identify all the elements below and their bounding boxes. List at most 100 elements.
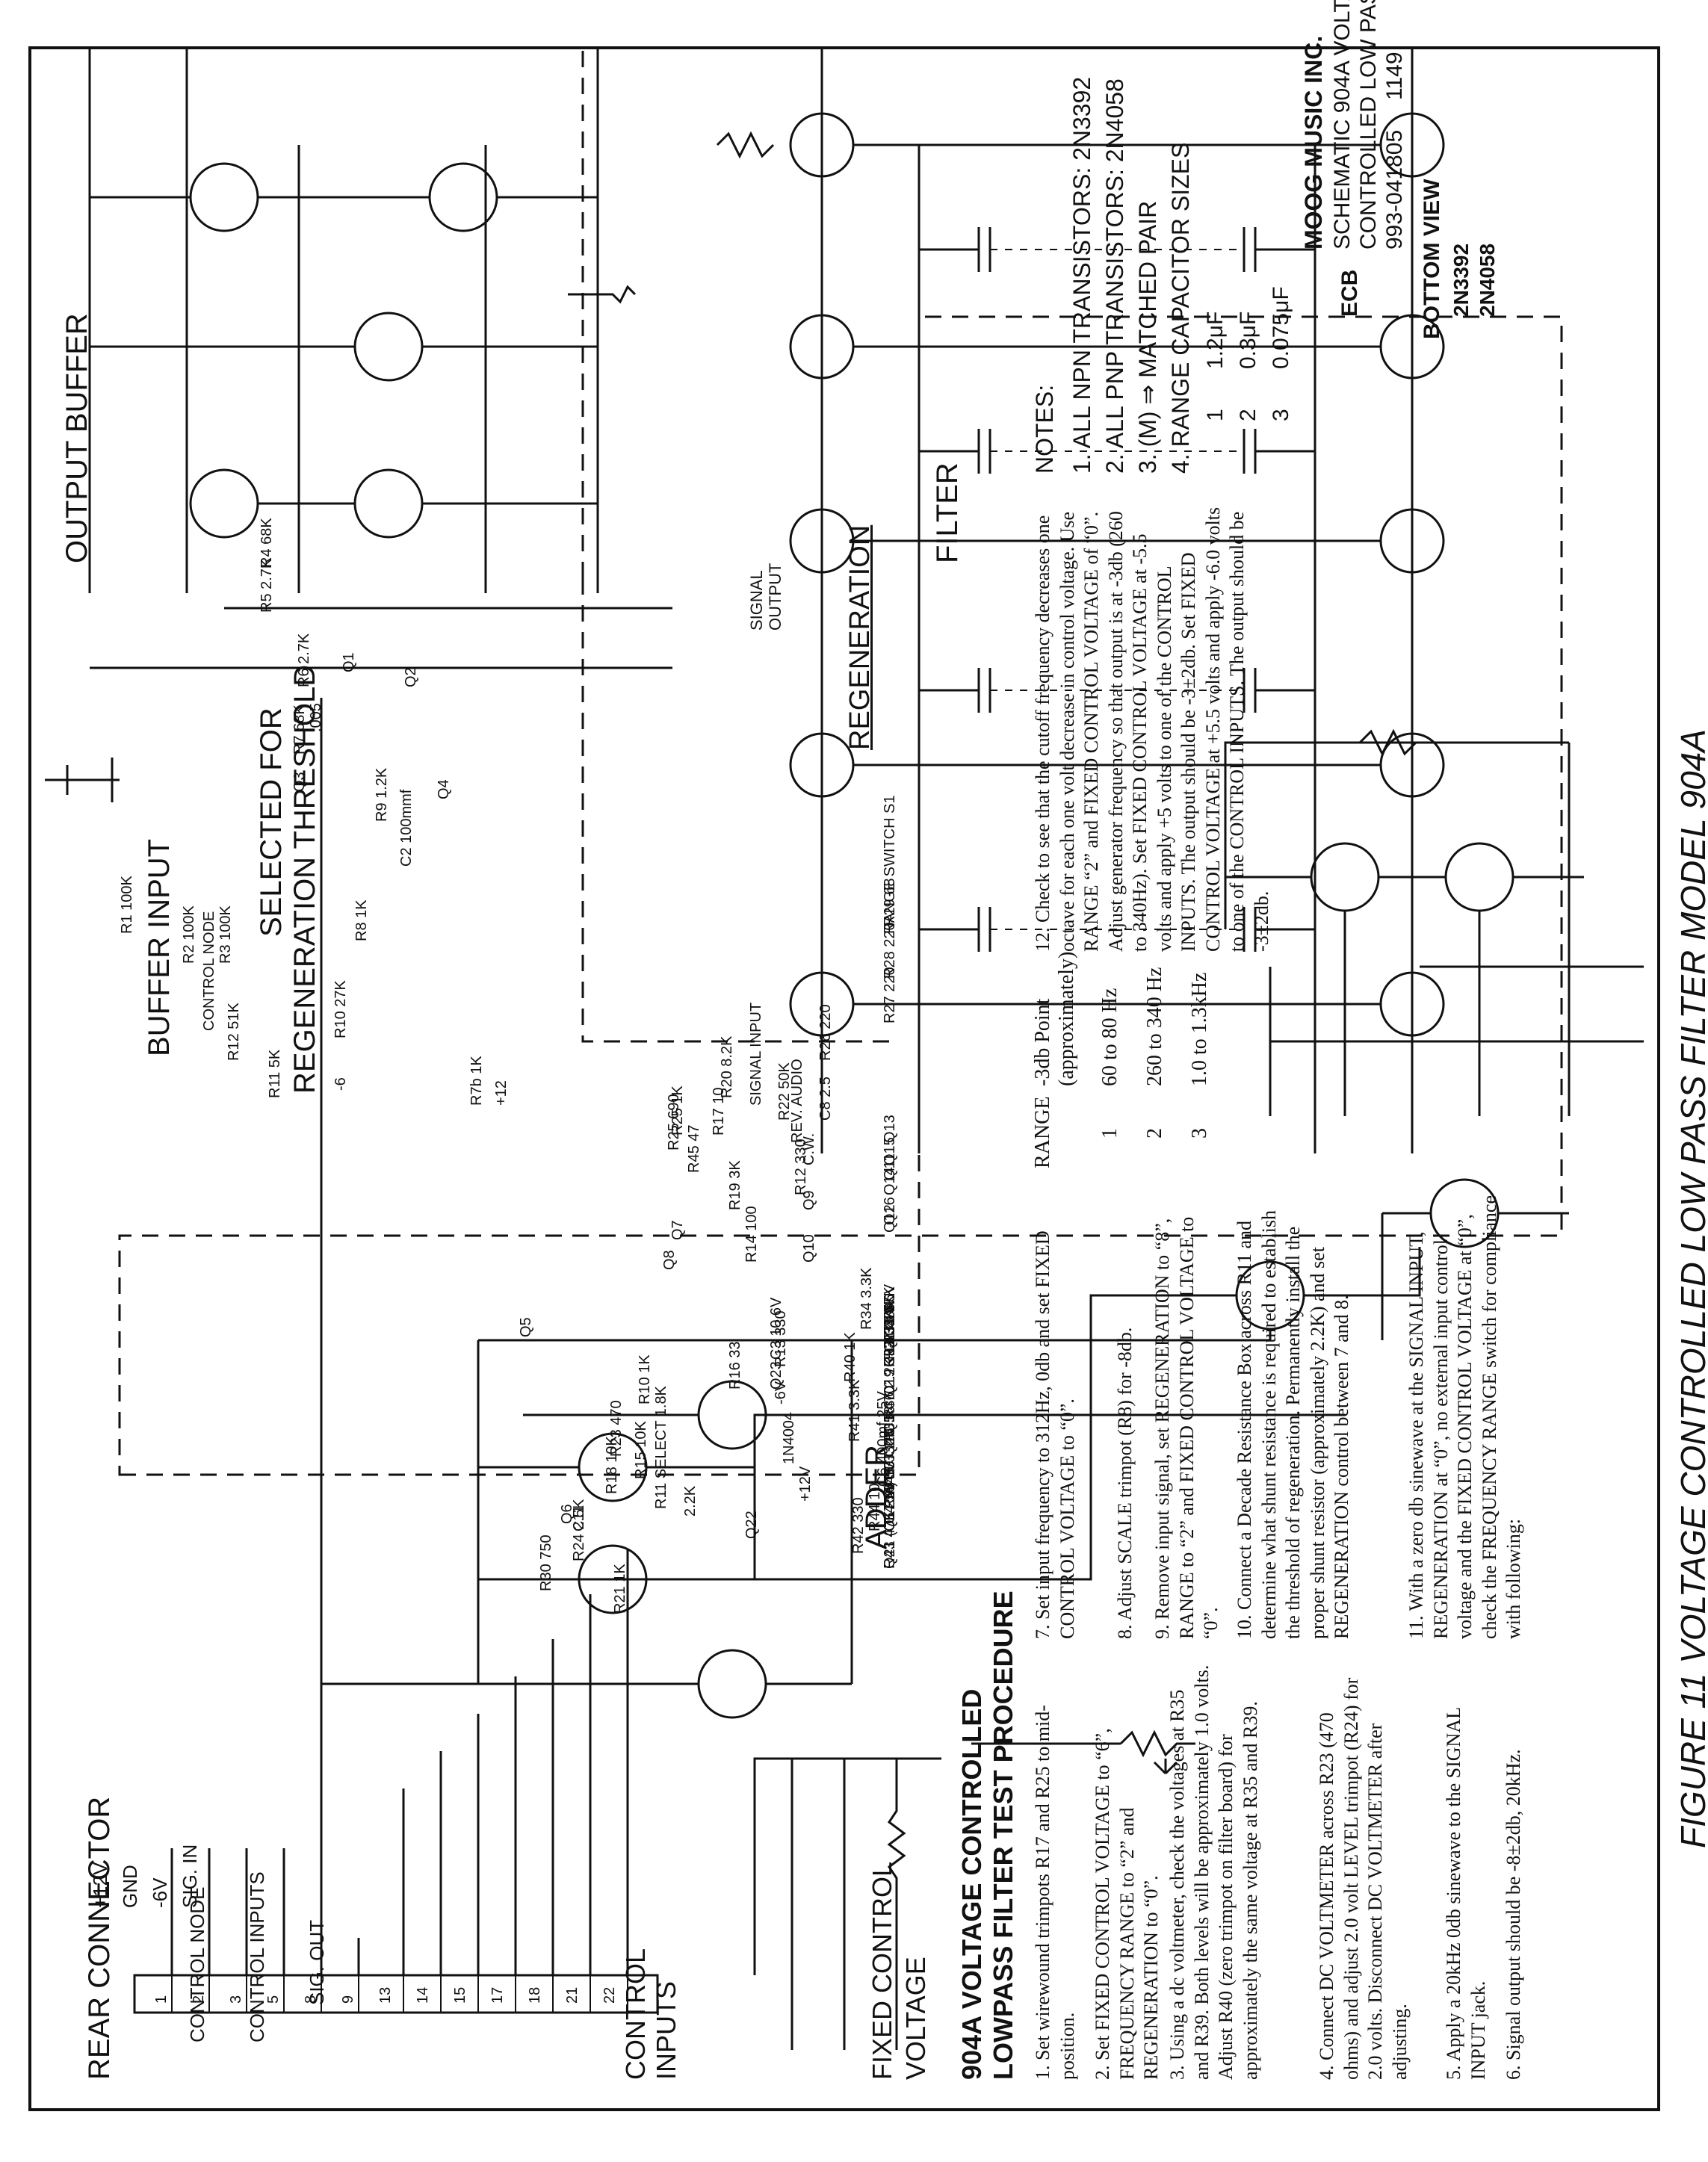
pin-2: 2 — [191, 1995, 207, 2004]
pin-18: 18 — [527, 1986, 543, 2004]
bottom-view-ecb: ECB — [1337, 269, 1362, 317]
pin-13: 13 — [377, 1986, 394, 2004]
range-header: RANGE — [1031, 1096, 1054, 1168]
control-inputs-label: CONTROL INPUTS — [620, 1949, 682, 2080]
component-r7b: R7b 1K — [468, 1056, 485, 1106]
component-q7: Q7 — [669, 1220, 686, 1240]
range-row-1-point: 60 to 80 Hz — [1098, 988, 1121, 1086]
component-q10: Q10 — [801, 1234, 817, 1263]
component-cw: C.W. — [801, 1133, 817, 1165]
component-q20: Q20 — [882, 1428, 898, 1457]
component-r45: R45 47 — [686, 1124, 702, 1174]
rear-connector-block — [133, 1974, 659, 2014]
test-step-8: 8. Adjust SCALE trimpot (R8) for -8db. — [1114, 1327, 1136, 1639]
component-r20: R20 8.2K — [719, 1035, 735, 1098]
component-q4: Q4 — [435, 779, 452, 799]
title-line2: SCHEMATIC 904A VOLTAGE — [1330, 0, 1355, 250]
cap-size-2-n: 2 — [1236, 409, 1260, 421]
cap-size-3-n: 3 — [1269, 409, 1293, 421]
test-step-2: 2. Set FIXED CONTROL VOLTAGE to “6”, FRE… — [1092, 1728, 1162, 2080]
component-q5: Q5 — [517, 1317, 534, 1337]
rear-connector-label-2: -6V — [149, 1877, 171, 1908]
component-q22: Q22 — [743, 1511, 760, 1539]
component-rev-audio: REV. AUDIO — [788, 1059, 805, 1143]
component-minus6v-top: -6V — [772, 1381, 789, 1404]
component-r8: R8 1K — [353, 899, 370, 941]
cap-size-1-n: 1 — [1203, 409, 1228, 421]
component-q16: Q16 — [882, 1197, 898, 1225]
title-company: MOOG MUSIC INC. — [1300, 35, 1327, 250]
component-r41: R41 3.3K — [846, 1379, 863, 1442]
component-c2: C2 100mmf — [398, 789, 415, 867]
component-range-switch: RANGE SWITCH S1 — [882, 795, 898, 934]
component-r5: R5 2.7K — [259, 558, 275, 613]
wiring — [28, 46, 1660, 2111]
notes-title: NOTES: — [1031, 384, 1058, 474]
signal-output-label: SIGNAL OUTPUT — [747, 563, 785, 631]
pin-9: 9 — [340, 1995, 356, 2004]
component-q14: Q14 — [882, 1167, 898, 1195]
rear-connector-label-4: CONTROL NODE — [186, 1886, 208, 2043]
pin-8: 8 — [303, 1995, 319, 2004]
component-cl1: CL-1 — [882, 1334, 898, 1367]
pin-22: 22 — [601, 1986, 618, 2004]
component-in4004: 1N4004 — [780, 1411, 797, 1464]
bottom-view-p2: 2N4058 — [1476, 243, 1499, 317]
cap-size-1-v: 1.2μF — [1203, 311, 1228, 369]
component-r26: R26 220 — [817, 1004, 834, 1061]
note-3: 3. (M) ⇒ MATCHED PAIR — [1134, 200, 1161, 474]
test-step-5: 5. Apply a 20kHz 0db sinewave to the SIG… — [1443, 1707, 1489, 2080]
component-control-node: CONTROL NODE — [201, 911, 217, 1031]
buffer-input-title: BUFFER INPUT — [143, 838, 176, 1056]
component-r40: R40 1K — [842, 1332, 858, 1382]
pin-5: 5 — [265, 1995, 282, 2004]
component-r6: R6 2.7K — [295, 633, 312, 687]
component-r10b: R10 1K — [637, 1354, 653, 1404]
voltage-label: VOLTAGE — [900, 1957, 931, 2080]
rear-connector-label-5: CONTROL INPUTS — [246, 1871, 268, 2042]
title-line3: CONTROLLED LOW PASS FILTER — [1356, 0, 1381, 250]
component-c8: C8 2.5 — [817, 1077, 834, 1121]
title-sheet: 1149 — [1382, 52, 1407, 100]
test-step-10: 10. Connect a Decade Resistance Box acro… — [1234, 1209, 1352, 1639]
range-row-2-range: 2 — [1143, 1128, 1166, 1139]
test-step-4: 4. Connect DC VOLTMETER across R23 (470 … — [1316, 1677, 1411, 2080]
component-r15: R15 10K — [632, 1421, 649, 1479]
component-r18: R18 10K — [604, 1436, 620, 1494]
component-q1: Q1 — [341, 652, 357, 672]
sheet-border — [28, 46, 1660, 2111]
cap-size-3-v: 0.075μF — [1269, 286, 1293, 369]
bottom-view-title: BOTTOM VIEW — [1420, 179, 1444, 339]
component-c11: C11 — [571, 1505, 587, 1531]
selected-for-title: SELECTED FOR — [255, 707, 288, 937]
component-plus12: +12 — [492, 1080, 510, 1106]
range-row-1-range: 1 — [1098, 1128, 1121, 1139]
point-header: -3db Point (approximately) — [1031, 951, 1079, 1086]
component-r42: R42 330 — [850, 1497, 867, 1554]
rear-connector-title: REAR CONNECTOR — [83, 1796, 116, 2080]
test-step-12: 12. Check to see that the cutoff frequen… — [1032, 507, 1272, 952]
rear-connector-label-1: GND — [119, 1865, 141, 1908]
filter-title: FILTER — [931, 462, 964, 563]
pin-21: 21 — [564, 1986, 581, 2004]
component-r16: R16 33 — [727, 1341, 743, 1390]
range-row-3-point: 1.0 to 1.3kHz — [1188, 972, 1211, 1086]
test-procedure-title-2: LOWPASS FILTER TEST PROCEDURE — [988, 1590, 1018, 2080]
figure-caption: FIGURE 11 VOLTAGE CONTROLLED LOW PASS FI… — [1674, 729, 1708, 1848]
component-r11b: R11 5K — [267, 1049, 283, 1098]
pin-15: 15 — [452, 1986, 468, 2004]
note-1: 1. ALL NPN TRANSISTORS: 2N3392 — [1068, 76, 1095, 474]
component-r11: R11 SELECT 1.8K — [653, 1386, 669, 1509]
test-step-1: 1. Set wirewound trimpots R17 and R25 to… — [1032, 1705, 1078, 2080]
component-plus12v-top: +12V — [796, 1466, 814, 1502]
component-q2: Q2 — [402, 667, 419, 687]
range-row-2-point: 260 to 340 Hz — [1143, 967, 1166, 1086]
component-r7: R7 68K — [291, 704, 308, 755]
rear-connector-label-6: SIG. OUT — [306, 1919, 328, 2005]
component-r14: R14 100 — [743, 1206, 760, 1263]
component-r11-alt: 2.2K — [681, 1485, 699, 1517]
